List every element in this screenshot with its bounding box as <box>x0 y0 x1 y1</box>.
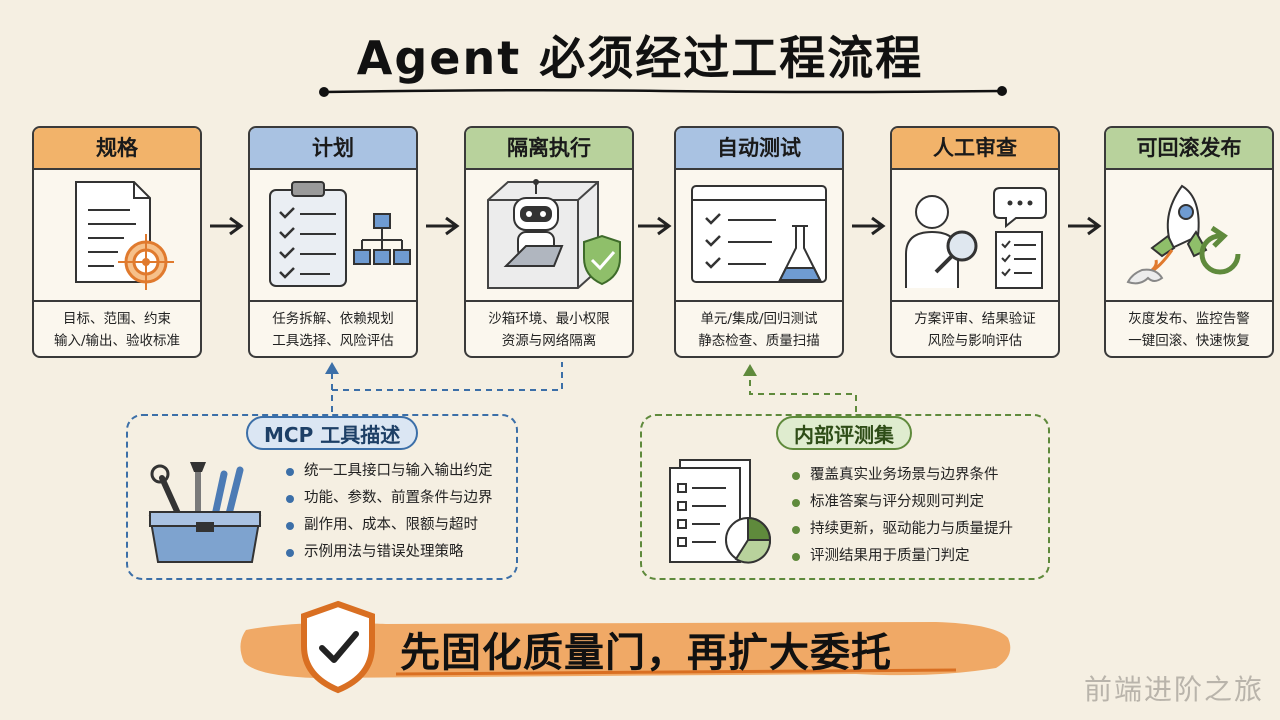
step-human-review: 人工审查 方案评审、结果验证风险与影响评估 <box>890 126 1060 358</box>
list-item: 评测结果用于质量门判定 <box>790 543 1013 570</box>
checklist-pie-icon <box>656 454 782 570</box>
step-head: 可回滚发布 <box>1106 128 1272 170</box>
reviewer-magnifier-icon <box>892 170 1058 300</box>
step-head: 隔离执行 <box>466 128 632 170</box>
step-desc: 单元/集成/回归测试静态检查、质量扫描 <box>676 300 842 352</box>
step-isolated-exec: 隔离执行 沙箱环境、最小权限资源与网络隔离 <box>464 126 634 358</box>
step-spec: 规格 目标、范围、约束输入/输出、验收标准 <box>32 126 202 358</box>
step-head: 人工审查 <box>892 128 1058 170</box>
banner-text: 先固化质量门，再扩大委托 <box>400 630 892 676</box>
step-plan: 计划 任务拆解、依赖规划工具选择、风险评估 <box>248 126 418 358</box>
step-desc: 目标、范围、约束输入/输出、验收标准 <box>34 300 200 352</box>
step-auto-test: 自动测试 单元/集成/回归测试静态检查、质量扫描 <box>674 126 844 358</box>
rocket-rollback-icon <box>1106 170 1272 300</box>
clipboard-checklist-icon <box>250 170 416 300</box>
step-head: 自动测试 <box>676 128 842 170</box>
page-title: Agent 必须经过工程流程 <box>356 31 924 85</box>
step-desc: 任务拆解、依赖规划工具选择、风险评估 <box>250 300 416 352</box>
eval-tag: 内部评测集 <box>776 416 912 450</box>
banner-brush <box>240 622 1011 678</box>
shield-check-icon <box>298 600 378 694</box>
list-item: 副作用、成本、限额与超时 <box>284 512 493 539</box>
sandbox-robot-icon <box>466 170 632 300</box>
step-rollback-release: 可回滚发布 灰度发布、监控告警一键回滚、快速恢复 <box>1104 126 1274 358</box>
list-item: 标准答案与评分规则可判定 <box>790 489 1013 516</box>
step-head: 规格 <box>34 128 200 170</box>
arrow-right-icon <box>638 216 672 236</box>
list-item: 示例用法与错误处理策略 <box>284 539 493 566</box>
eval-panel <box>640 414 1050 580</box>
mcp-tag: MCP 工具描述 <box>246 416 419 450</box>
test-window-flask-icon <box>676 170 842 300</box>
list-item: 覆盖真实业务场景与边界条件 <box>790 462 1013 489</box>
watermark: 前端进阶之旅 <box>1083 673 1264 706</box>
step-desc: 沙箱环境、最小权限资源与网络隔离 <box>466 300 632 352</box>
toolbox-icon <box>140 456 270 566</box>
list-item: 统一工具接口与输入输出约定 <box>284 458 493 485</box>
list-item: 功能、参数、前置条件与边界 <box>284 485 493 512</box>
arrow-right-icon <box>852 216 886 236</box>
document-target-icon <box>34 170 200 300</box>
title-underline <box>319 86 1007 97</box>
mcp-list: 统一工具接口与输入输出约定 功能、参数、前置条件与边界 副作用、成本、限额与超时… <box>284 458 493 566</box>
step-head: 计划 <box>250 128 416 170</box>
arrow-right-icon <box>426 216 460 236</box>
list-item: 持续更新，驱动能力与质量提升 <box>790 516 1013 543</box>
arrow-right-icon <box>210 216 244 236</box>
mcp-panel <box>126 414 518 580</box>
step-desc: 方案评审、结果验证风险与影响评估 <box>892 300 1058 352</box>
eval-list: 覆盖真实业务场景与边界条件 标准答案与评分规则可判定 持续更新，驱动能力与质量提… <box>790 462 1013 570</box>
step-desc: 灰度发布、监控告警一键回滚、快速恢复 <box>1106 300 1272 352</box>
arrow-right-icon <box>1068 216 1102 236</box>
